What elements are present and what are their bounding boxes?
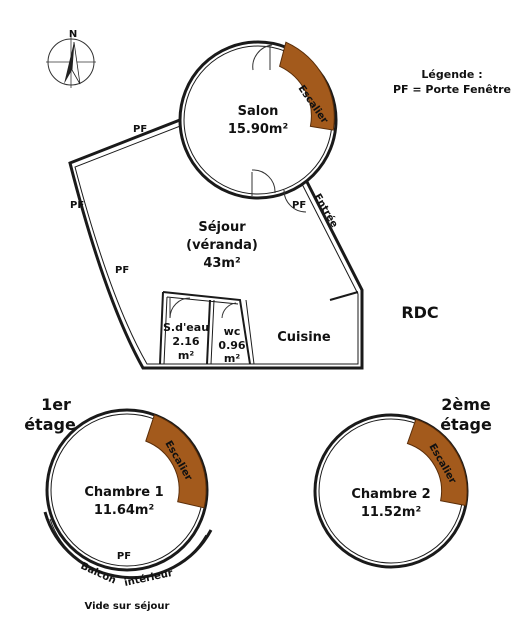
floor2-level-line1: 2ème — [441, 395, 491, 414]
wc-name: wc — [224, 325, 241, 338]
sdeau-area-unit: m² — [178, 349, 194, 362]
salon-name: Salon — [238, 104, 279, 119]
sejour-subtitle: (véranda) — [186, 238, 258, 253]
salon-area: 15.90m² — [228, 122, 288, 137]
pf-label-north: PF — [133, 124, 147, 135]
chambre2-area: 11.52m² — [361, 505, 421, 520]
pf-label-southwest: PF — [115, 265, 129, 276]
sejour-area: 43m² — [203, 256, 240, 271]
floor2-level-line2: étage — [440, 415, 492, 434]
wc-area-unit: m² — [224, 352, 240, 365]
compass-north-label: N — [69, 29, 77, 40]
sdeau-name: S.d'eau — [163, 321, 209, 334]
rdc-plan — [68, 40, 364, 370]
legend-entry: PF = Porte Fenêtre — [393, 83, 511, 96]
salon-stairs-fill — [279, 41, 335, 131]
compass-icon: N — [46, 29, 96, 88]
void-label: Vide sur séjour — [85, 600, 170, 612]
pf-label-entree: PF — [292, 200, 306, 211]
wc-area-value: 0.96 — [218, 339, 245, 352]
floor2-plan — [313, 413, 469, 569]
sejour-name: Séjour — [198, 220, 246, 235]
chambre1-name: Chambre 1 — [84, 485, 163, 500]
legend-title: Légende : — [421, 68, 482, 81]
floor2-stairs-fill — [406, 418, 468, 507]
floor1-pf-label: PF — [117, 551, 131, 562]
cuisine-name: Cuisine — [277, 330, 331, 345]
chambre2-name: Chambre 2 — [351, 487, 430, 502]
floor1-plan — [43, 408, 213, 580]
floor1-stairs-fill — [145, 414, 207, 509]
floor1-level-line2: étage — [24, 415, 76, 434]
pf-label-west: PF — [70, 200, 84, 211]
chambre1-area: 11.64m² — [94, 503, 154, 518]
sdeau-area-value: 2.16 — [172, 335, 199, 348]
floor1-level-line1: 1er — [41, 395, 71, 414]
rdc-level-label: RDC — [401, 303, 438, 322]
